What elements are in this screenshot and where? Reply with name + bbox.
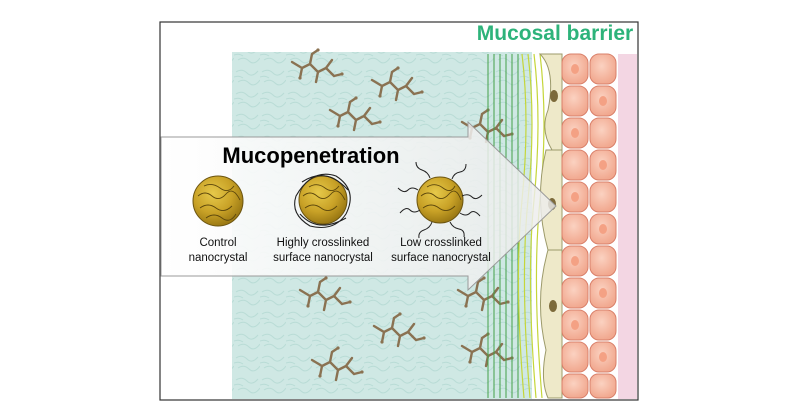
particle-labels: Control nanocrystal Highly crosslinked s… bbox=[189, 237, 491, 264]
low-label-line1: Low crosslinked bbox=[400, 237, 482, 249]
highly-crosslinked-nanocrystal bbox=[294, 173, 351, 229]
low-label-line2: surface nanocrystal bbox=[391, 252, 491, 264]
basement-membrane bbox=[618, 54, 637, 399]
control-label-line2: nanocrystal bbox=[189, 252, 248, 264]
arrow-title: Mucopenetration bbox=[222, 143, 399, 168]
low-crosslinked-nanocrystal bbox=[397, 161, 483, 239]
highly-label-line2: surface nanocrystal bbox=[273, 252, 373, 264]
highly-label-line1: Highly crosslinked bbox=[277, 237, 370, 249]
control-nanocrystal bbox=[192, 175, 244, 227]
mucopenetration-arrow bbox=[160, 120, 557, 292]
control-label-line1: Control bbox=[199, 237, 236, 249]
barrier-title: Mucosal barrier bbox=[477, 22, 633, 45]
goblet-cells bbox=[538, 53, 563, 399]
epithelial-cells bbox=[561, 53, 617, 399]
